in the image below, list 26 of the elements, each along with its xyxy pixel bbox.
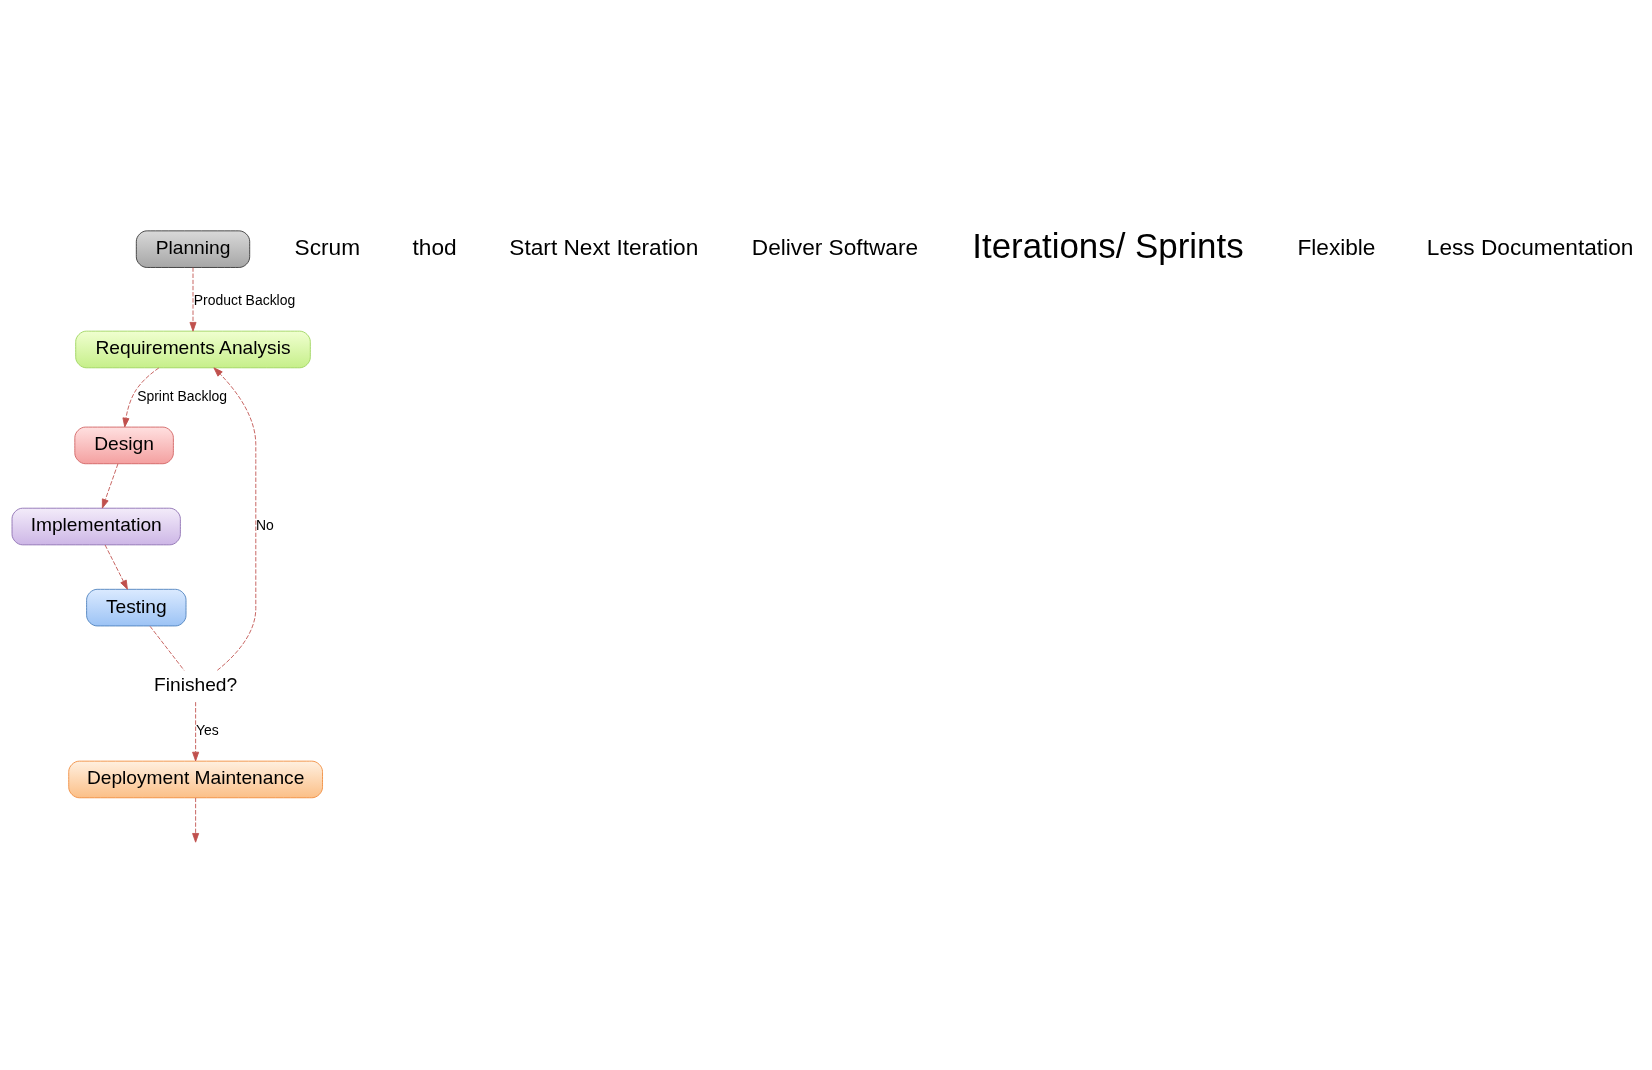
label: Deliver Software xyxy=(751,233,919,260)
edge-label: No xyxy=(256,516,274,533)
node-box: Requirements Analysis xyxy=(75,330,311,369)
node-box: Deployment Maintenance xyxy=(68,760,323,799)
arrow xyxy=(104,544,128,590)
label: Flexible xyxy=(1297,233,1376,260)
label: Start Next Iteration xyxy=(509,233,699,260)
arrow xyxy=(122,367,160,428)
node-box: Implementation xyxy=(11,507,181,546)
label: Iterations/ Sprints xyxy=(972,225,1244,265)
arrow xyxy=(189,267,197,332)
connector xyxy=(149,625,185,671)
label: thod xyxy=(412,233,457,260)
arrow xyxy=(192,797,200,843)
arrow xyxy=(213,367,257,671)
label: Scrum xyxy=(294,233,361,260)
edge-label: Product Backlog xyxy=(193,291,296,308)
node-text: Finished? xyxy=(154,674,238,696)
node-box: Planning xyxy=(135,230,251,268)
label: Less Documentation xyxy=(1426,233,1634,260)
arrow xyxy=(192,701,200,762)
arrow xyxy=(101,463,119,509)
node-box: Design xyxy=(74,426,174,465)
edge-label: Sprint Backlog xyxy=(137,387,228,404)
node-box: Testing xyxy=(86,588,187,627)
edge-label: Yes xyxy=(196,721,219,738)
